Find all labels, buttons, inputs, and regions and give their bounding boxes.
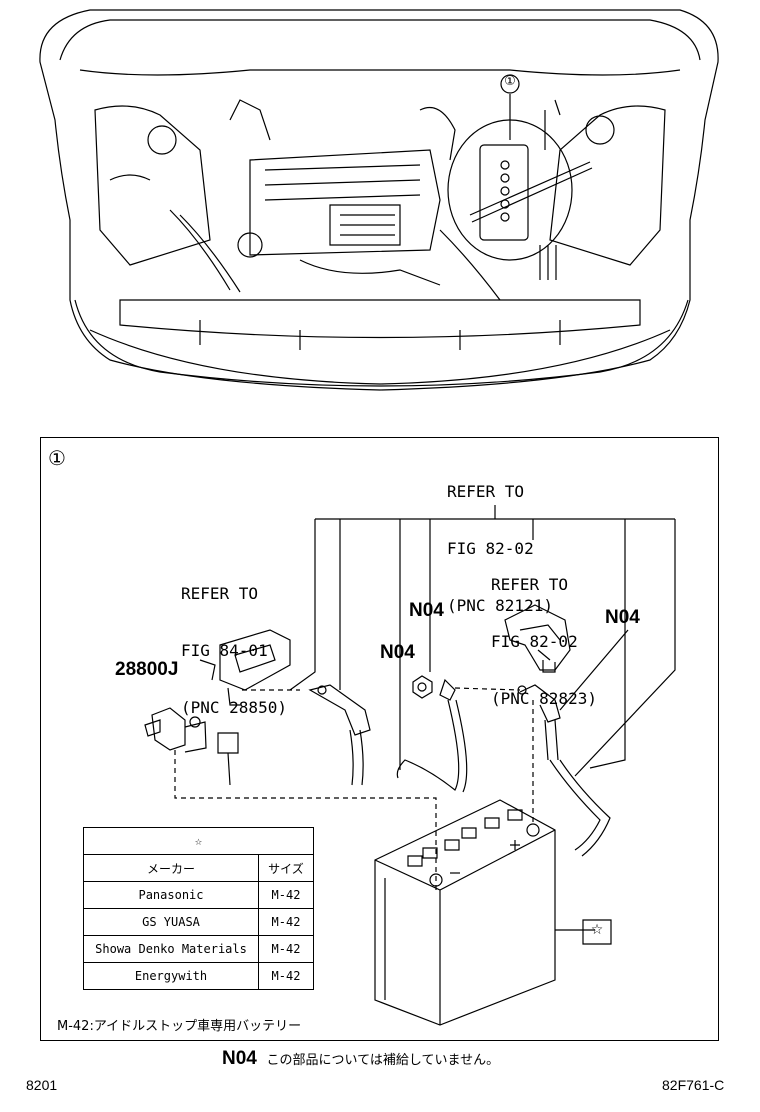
footer-note: N04 この部品については補給していません。 bbox=[222, 1048, 499, 1070]
maker-cell: Showa Denko Materials bbox=[83, 935, 259, 963]
size-cell: M-42 bbox=[258, 908, 314, 936]
refer-fig82-mid-line1: REFER TO bbox=[491, 575, 569, 594]
battery-star-marker: ☆ bbox=[590, 922, 604, 938]
part-code-28800j: 28800J bbox=[115, 659, 179, 680]
callout-circle bbox=[501, 75, 519, 93]
refer-fig82-top-line1: REFER TO bbox=[447, 482, 525, 501]
refer-fig82-top: REFER TO FIG 82-02 (PNC 82121) bbox=[447, 444, 553, 634]
refer-fig84-line3: (PNC 28850) bbox=[181, 698, 287, 717]
maker-cell: Energywith bbox=[83, 962, 259, 990]
maker-cell: Panasonic bbox=[83, 881, 259, 909]
footer-note-text: この部品については補給していません。 bbox=[266, 1053, 500, 1068]
col-header-size: サイズ bbox=[258, 854, 314, 882]
page-number-left: 8201 bbox=[26, 1077, 58, 1093]
refer-fig84-line2: FIG 84-01 bbox=[181, 641, 268, 660]
bumper-outline bbox=[75, 300, 688, 386]
spec-table-symbol-row: ☆ bbox=[83, 827, 314, 855]
part-code-n04-left: N04 bbox=[380, 642, 415, 663]
spec-table-header-row: メーカー サイズ bbox=[83, 854, 314, 882]
callout-number: ① bbox=[504, 74, 516, 89]
table-row: Panasonic M-42 bbox=[83, 881, 314, 909]
engine-bay-illustration bbox=[0, 0, 760, 430]
battery-body-outline bbox=[375, 800, 555, 1025]
refer-fig82-top-line3: (PNC 82121) bbox=[447, 596, 553, 615]
spec-table-symbol: ☆ bbox=[83, 827, 314, 855]
table-row: Energywith M-42 bbox=[83, 962, 314, 990]
footer-note-code: N04 bbox=[222, 1048, 257, 1069]
size-cell: M-42 bbox=[258, 935, 314, 963]
battery-star-box bbox=[583, 920, 611, 944]
table-row: GS YUASA M-42 bbox=[83, 908, 314, 936]
refer-fig84-line1: REFER TO bbox=[181, 584, 259, 603]
m42-note: M-42:アイドルストップ車専用バッテリー bbox=[57, 1019, 302, 1034]
refer-fig82-mid: REFER TO FIG 82-02 (PNC 82823) bbox=[491, 537, 597, 727]
panel-marker: ① bbox=[48, 446, 66, 470]
refer-fig84: REFER TO FIG 84-01 (PNC 28850) bbox=[181, 546, 287, 736]
maker-cell: GS YUASA bbox=[83, 908, 259, 936]
part-code-n04-upper: N04 bbox=[409, 600, 444, 621]
refer-fig82-mid-line3: (PNC 82823) bbox=[491, 689, 597, 708]
part-code-n04-right: N04 bbox=[605, 607, 640, 628]
refer-fig82-mid-line2: FIG 82-02 bbox=[491, 632, 578, 651]
table-row: Showa Denko Materials M-42 bbox=[83, 935, 314, 963]
size-cell: M-42 bbox=[258, 962, 314, 990]
battery-spec-table: ☆ メーカー サイズ Panasonic M-42 GS YUASA M-42 … bbox=[83, 827, 314, 990]
detail-panel bbox=[40, 437, 719, 1041]
refer-fig82-top-line2: FIG 82-02 bbox=[447, 539, 534, 558]
page-number-right: 82F761-C bbox=[662, 1077, 725, 1093]
size-cell: M-42 bbox=[258, 881, 314, 909]
col-header-maker: メーカー bbox=[83, 854, 259, 882]
